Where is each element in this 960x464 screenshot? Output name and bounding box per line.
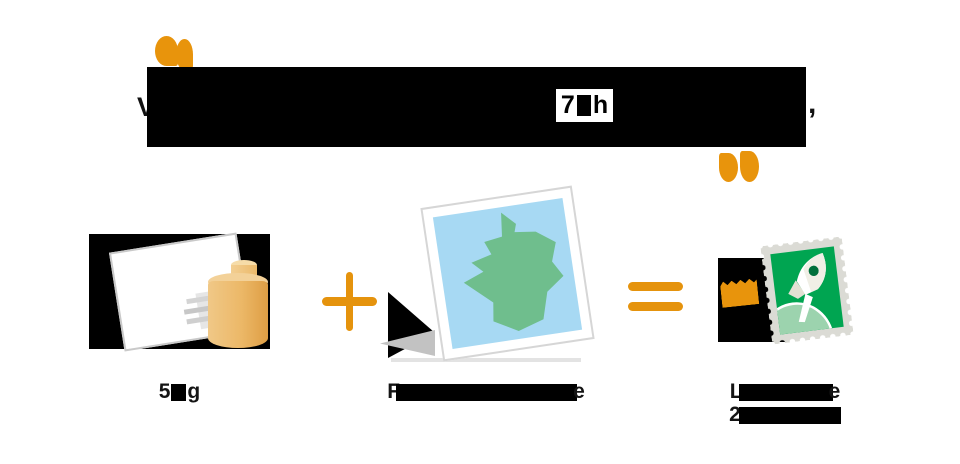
quote-drop — [740, 151, 759, 182]
highlight-first-char: 7 — [560, 91, 575, 119]
redacted-caption-bar — [738, 383, 833, 401]
caption-last-char: g — [187, 380, 201, 403]
caption-first-char: 2 — [729, 403, 741, 426]
redacted-digit-bar — [576, 95, 591, 116]
letter-weight-caption: 5 g — [89, 381, 270, 403]
france-map-card — [420, 185, 595, 362]
quote-drop — [155, 36, 178, 66]
headline-trailing-comma: , — [808, 87, 817, 120]
france-map-shape — [463, 212, 564, 331]
equals-icon — [628, 282, 683, 291]
caption-last-char: e — [573, 380, 585, 403]
weight-illustration — [208, 260, 268, 348]
quote-drop — [176, 39, 193, 70]
map-background — [432, 198, 583, 349]
redacted-headline-bar — [147, 67, 806, 147]
map-card-base-shadow — [391, 358, 581, 362]
headline-72h-highlight: 7 h — [556, 89, 613, 122]
france-map-caption: F e — [386, 381, 586, 403]
stamp-artwork — [770, 246, 844, 335]
open-quote-icon — [155, 36, 199, 70]
stamp-caption: L e 2 — [705, 381, 865, 426]
redacted-caption-bar — [396, 383, 578, 401]
rocket-stamp-icon — [770, 253, 835, 335]
equals-icon — [628, 302, 683, 311]
weight-body — [208, 281, 268, 348]
redacted-caption-bar — [738, 406, 841, 424]
close-quote-icon — [719, 151, 763, 183]
caption-last-char: e — [828, 380, 841, 403]
highlight-last-char: h — [592, 91, 609, 119]
caption-first-char: 5 — [158, 380, 171, 403]
stamp-caption-line2: 2 — [729, 404, 841, 426]
plus-icon — [346, 272, 353, 331]
redacted-caption-bar — [171, 383, 187, 401]
stamp-caption-line1: L e — [730, 381, 841, 403]
green-stamp-illustration — [760, 236, 854, 345]
quote-drop — [719, 153, 738, 182]
